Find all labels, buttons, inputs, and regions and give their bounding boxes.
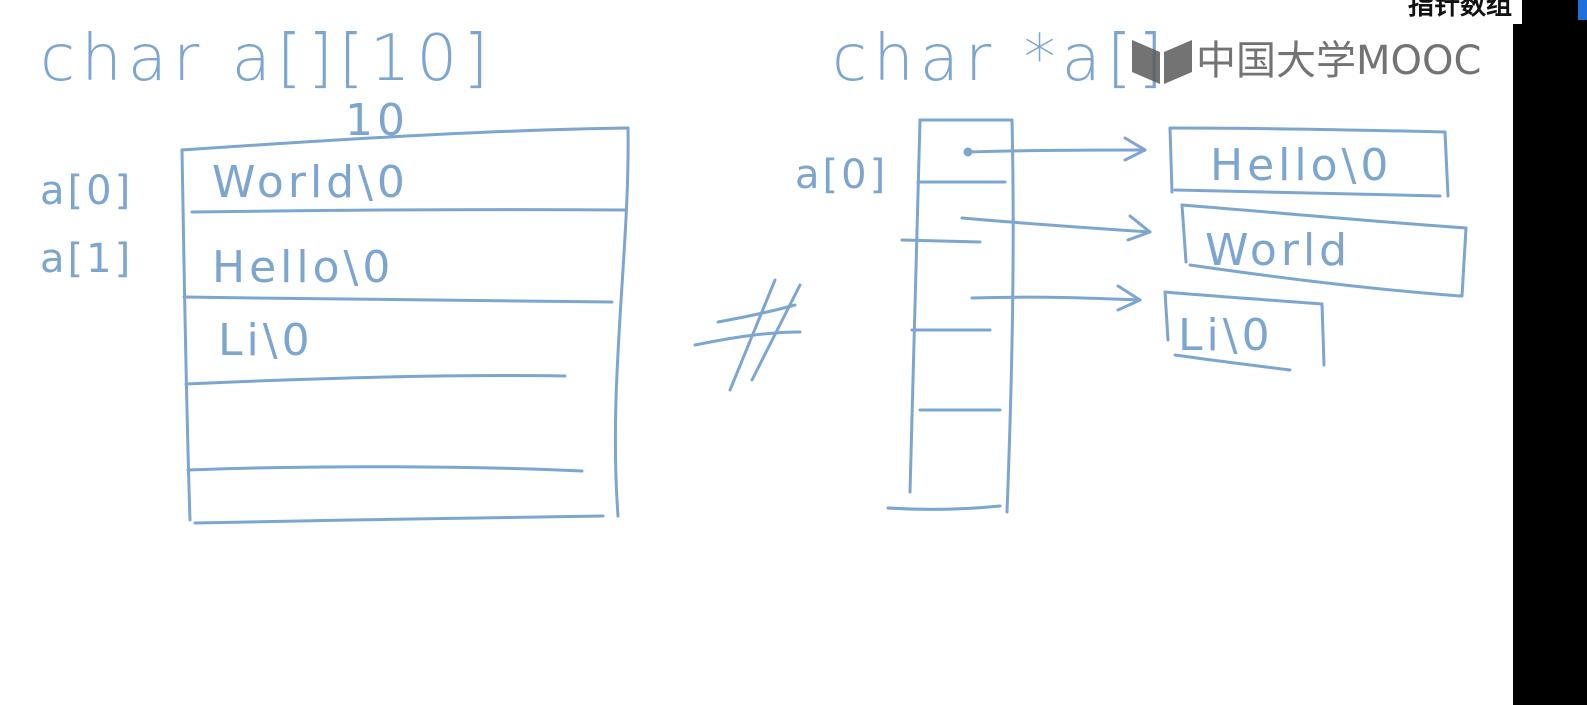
char-2d-array-grid xyxy=(180,126,630,525)
string-box-hello xyxy=(1168,126,1450,198)
right-declaration: char *a[] xyxy=(832,22,1169,96)
right-sidebar xyxy=(1513,0,1587,705)
row-label-a1: a[1] xyxy=(40,236,133,282)
row-label-a0: a[0] xyxy=(40,168,133,214)
not-equal-symbol xyxy=(693,278,802,392)
string-world-text: World xyxy=(1205,225,1351,276)
pointer-label-a0: a[0] xyxy=(795,152,888,198)
array-row-2-text: Li\0 xyxy=(218,315,314,366)
pointer-array-column xyxy=(886,118,1015,514)
array-row-1-text: Hello\0 xyxy=(212,242,394,293)
mooc-watermark: 中国大学MOOC xyxy=(1130,34,1481,88)
mooc-book-icon xyxy=(1132,40,1192,84)
corner-accent xyxy=(1578,0,1587,20)
array-row-0-text: World\0 xyxy=(212,157,409,208)
string-li-text: Li\0 xyxy=(1178,310,1274,361)
pointer-arrows xyxy=(960,136,1152,312)
string-box-world xyxy=(1180,203,1468,298)
left-declaration: char a[][10] xyxy=(40,22,494,96)
lesson-title: 指针数组 xyxy=(1398,0,1523,24)
mooc-watermark-text: 中国大学MOOC xyxy=(1196,38,1482,84)
string-hello-text: Hello\0 xyxy=(1210,140,1392,191)
string-box-li xyxy=(1163,290,1326,372)
